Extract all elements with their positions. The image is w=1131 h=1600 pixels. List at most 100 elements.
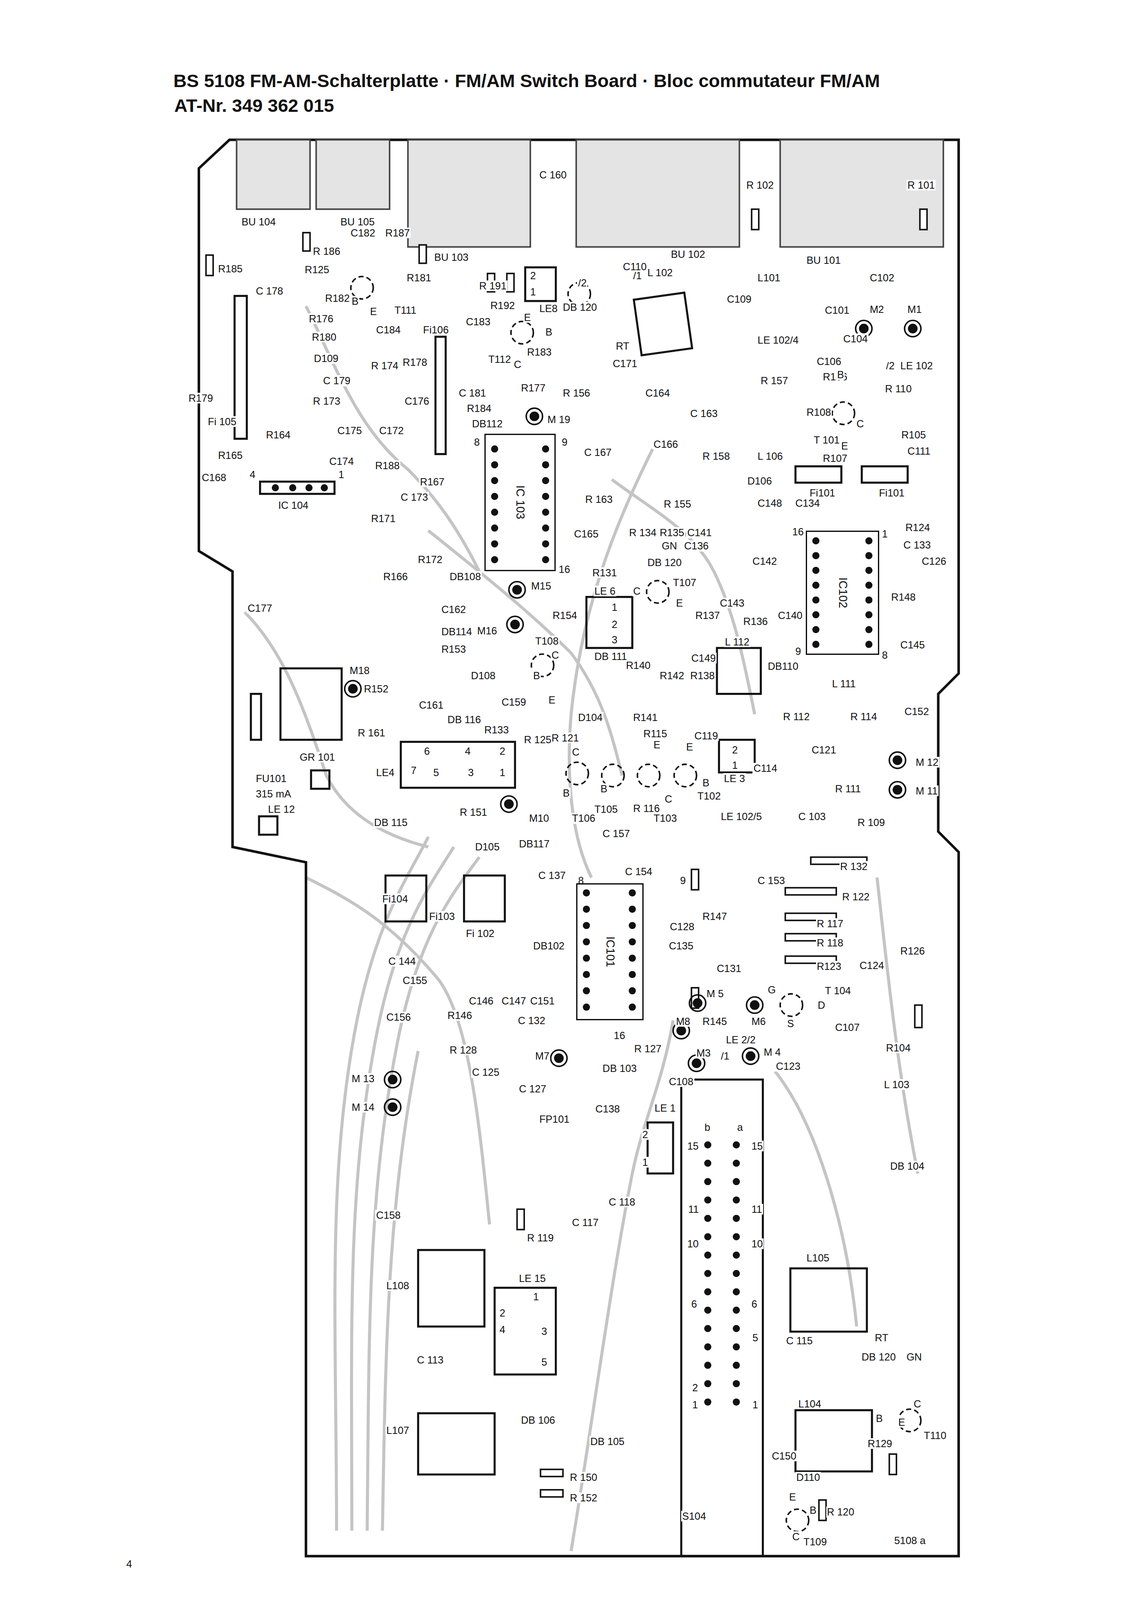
part-label: R 156	[562, 387, 592, 399]
board-artwork	[704, 1141, 712, 1149]
part-label: M6	[750, 1015, 767, 1027]
part-label: C 179	[322, 375, 352, 386]
board-artwork	[530, 412, 539, 421]
part-label: R171	[370, 513, 397, 524]
board-artwork	[516, 1209, 525, 1230]
part-label: 1	[498, 766, 506, 778]
board-artwork	[384, 1098, 401, 1115]
part-label: BU 103	[433, 251, 470, 263]
part-label: R192	[489, 300, 516, 311]
part-label: S	[786, 1017, 795, 1029]
part-label: 4	[248, 469, 257, 480]
board-artwork	[633, 292, 693, 356]
board-artwork	[904, 320, 922, 337]
part-label: DB 105	[589, 1435, 626, 1447]
part-label: LE 102/5	[719, 810, 763, 822]
board-artwork	[677, 1026, 686, 1035]
part-label: C114	[752, 762, 779, 774]
board-artwork	[750, 1000, 759, 1009]
board-artwork	[525, 267, 557, 301]
board-artwork	[418, 1413, 495, 1475]
part-label: R166	[382, 571, 409, 582]
part-label: R 151	[458, 806, 488, 818]
part-label: R 116	[632, 802, 661, 814]
board-artwork	[704, 1343, 712, 1351]
part-label: C183	[465, 316, 492, 327]
part-label: E	[675, 597, 684, 609]
part-label: C 127	[518, 1083, 548, 1094]
part-label: M 19	[546, 413, 572, 425]
board-artwork	[582, 889, 591, 897]
part-label: DB 104	[889, 1160, 926, 1172]
part-label: R136	[742, 615, 769, 627]
part-label: T110	[923, 1429, 948, 1441]
board-artwork	[859, 324, 868, 333]
board-artwork	[812, 625, 820, 633]
part-label: 7	[410, 764, 418, 776]
part-label: DB 111	[593, 650, 629, 662]
board-artwork	[751, 209, 759, 230]
part-label: R 127	[633, 1043, 663, 1054]
board-artwork	[540, 1469, 563, 1477]
board-artwork	[691, 869, 699, 890]
part-label: E	[523, 311, 532, 323]
part-label: C156	[385, 1011, 412, 1023]
part-label: R 111	[834, 783, 862, 794]
board-artwork	[704, 1379, 712, 1388]
part-label: Fi106	[422, 324, 450, 336]
part-label: C146	[468, 995, 495, 1006]
board-artwork	[408, 139, 531, 247]
part-label: R125	[303, 264, 330, 275]
part-label: R107	[822, 452, 849, 464]
part-label: R147	[701, 910, 728, 922]
part-label: 10	[686, 1238, 700, 1249]
board-artwork	[628, 987, 636, 995]
board-artwork	[861, 466, 908, 483]
part-label: C 163	[689, 408, 719, 419]
part-label: DB 115	[373, 816, 409, 828]
part-label: C175	[336, 425, 363, 436]
board-artwork	[704, 1214, 712, 1222]
part-label: C151	[529, 995, 556, 1006]
board-artwork	[795, 466, 842, 483]
part-label: GR 101	[298, 751, 336, 763]
board-artwork	[732, 1233, 741, 1241]
part-label: C109	[725, 293, 753, 305]
part-label: T 104	[824, 985, 852, 996]
part-label: Fi101	[808, 487, 837, 499]
part-label: R 157	[759, 375, 789, 386]
board-artwork	[689, 994, 706, 1012]
board-artwork	[704, 1159, 712, 1167]
board-artwork	[812, 611, 820, 619]
part-label: C165	[573, 528, 600, 540]
board-artwork	[646, 580, 670, 604]
part-label: b	[703, 1121, 712, 1133]
part-label: R178	[401, 356, 428, 368]
part-label: LE 1	[653, 1102, 677, 1114]
part-label: C162	[440, 603, 467, 615]
part-label: R 112	[782, 711, 811, 722]
board-artwork	[236, 139, 944, 247]
board-artwork	[510, 321, 534, 344]
part-label: C 118	[607, 1196, 636, 1207]
part-label: 4	[498, 1323, 506, 1335]
part-label: R123	[816, 960, 843, 972]
part-label: L 103	[883, 1078, 910, 1090]
board-artwork	[550, 1049, 567, 1067]
part-label: Fi101	[877, 487, 906, 499]
board-artwork	[280, 668, 342, 740]
part-label: C182	[349, 227, 377, 239]
part-label: R185	[217, 263, 244, 275]
board-artwork	[554, 1053, 563, 1062]
part-label: C 125	[471, 1066, 501, 1078]
part-label: C140	[777, 609, 804, 621]
part-label: 9	[560, 436, 569, 448]
board-artwork	[571, 1020, 674, 1551]
board-artwork	[780, 993, 803, 1017]
part-label: C138	[594, 1103, 621, 1114]
ic-name: IC102	[835, 575, 849, 610]
board-artwork	[786, 1508, 809, 1532]
part-label: R140	[625, 659, 652, 671]
part-label: R 191	[478, 280, 508, 292]
part-label: 10	[750, 1238, 764, 1249]
